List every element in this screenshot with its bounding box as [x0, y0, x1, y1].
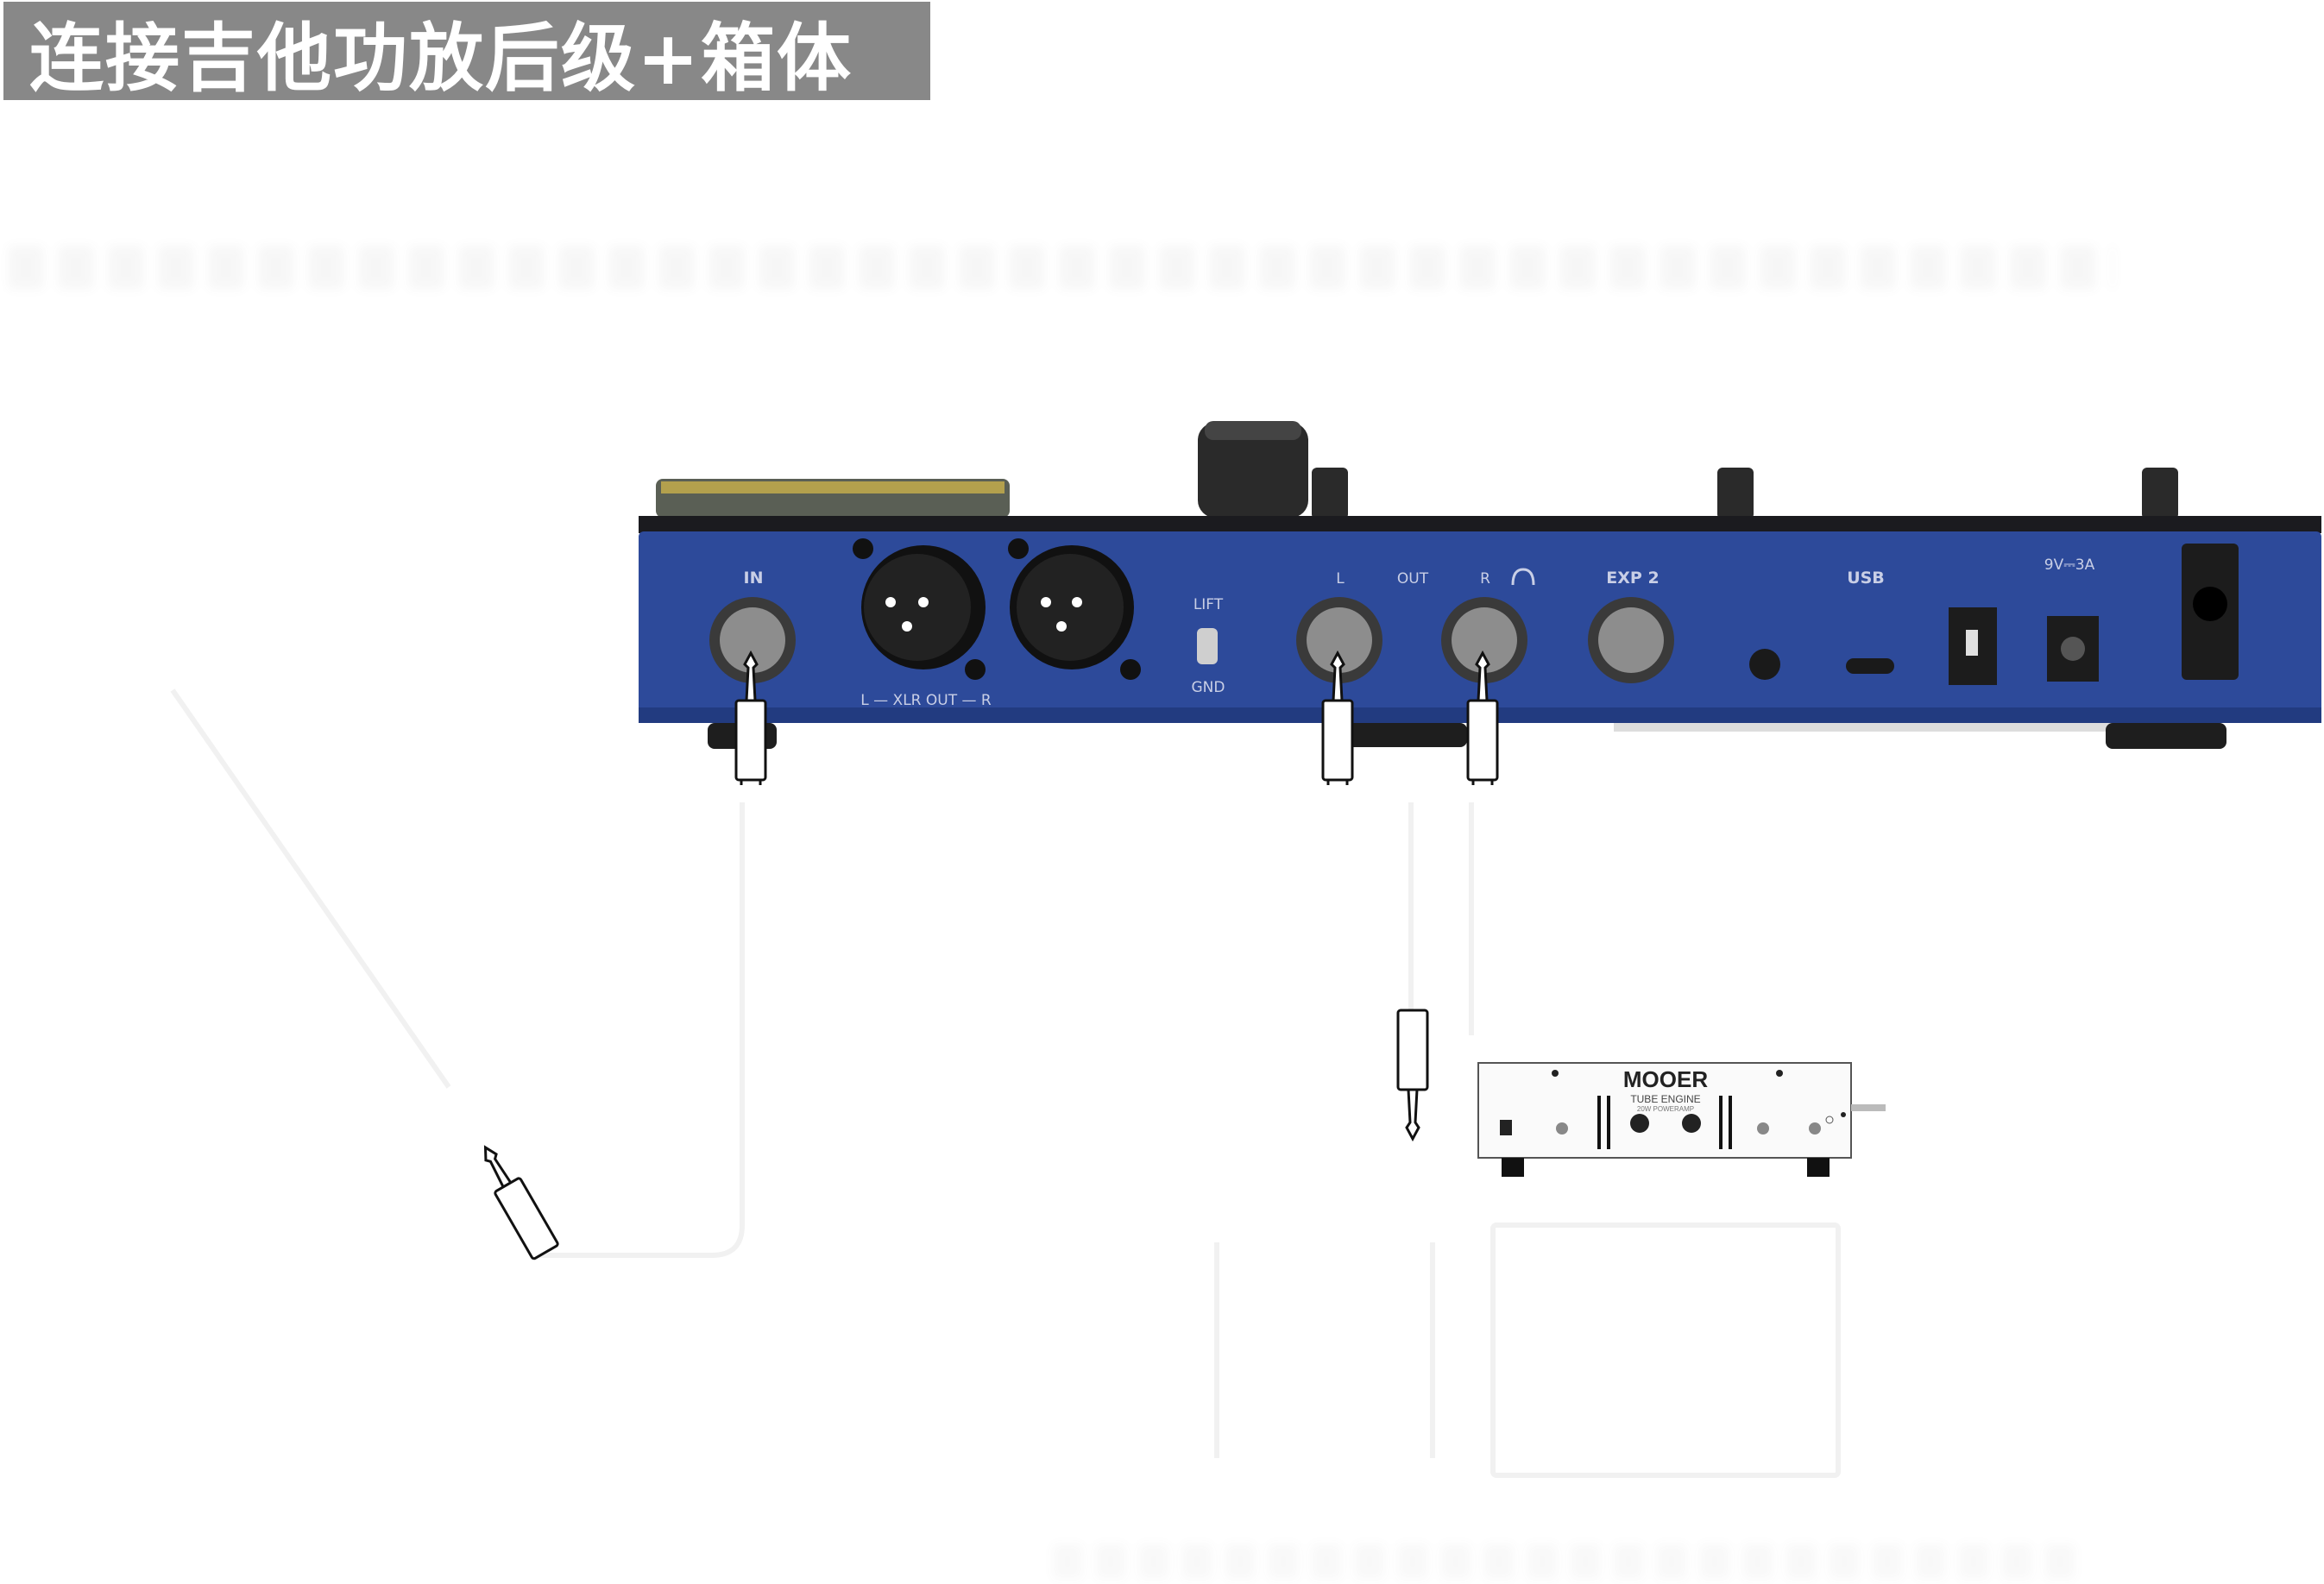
exp2-label: EXP 2	[1606, 569, 1659, 588]
headphone-jack	[1749, 649, 1780, 680]
effects-unit-back-panel: IN L — XLR OUT — R LIFT GND L OUT R EXP …	[639, 421, 2321, 749]
amp-foot-left	[1502, 1158, 1524, 1177]
title-banner: 连接吉他功放后级+箱体	[3, 2, 930, 102]
footswitch-1	[1312, 468, 1348, 519]
faded-caption-text	[9, 246, 2114, 289]
usb-label: USB	[1847, 569, 1885, 588]
amp-input-jack	[1500, 1120, 1512, 1135]
amp-knob-1	[1630, 1114, 1649, 1133]
faded-footer-text	[1053, 1544, 2088, 1579]
out-label: OUT	[1397, 570, 1429, 588]
gnd-label: GND	[1192, 679, 1225, 696]
amp-brand: MOOER	[1623, 1066, 1708, 1092]
amp-switch-2	[1757, 1122, 1769, 1135]
out-r-label: R	[1480, 570, 1490, 588]
cabinet-outline	[1490, 1223, 1841, 1478]
page-title: 连接吉他功放后级+箱体	[29, 15, 853, 102]
foot-3	[2106, 723, 2226, 749]
usb-port	[1846, 658, 1894, 674]
power-amp: MOOER TUBE ENGINE 20W POWERAMP	[1476, 1059, 1890, 1180]
amp-switch-3	[1809, 1122, 1821, 1135]
lift-label: LIFT	[1193, 596, 1224, 613]
top-plate	[639, 516, 2321, 533]
output-l-plug-icon	[1321, 650, 1354, 785]
effects-unit: IN L — XLR OUT — R LIFT GND L OUT R EXP …	[621, 414, 2321, 794]
output-r-plug-icon	[1466, 650, 1499, 785]
power-label: 9V⎓3A	[2044, 556, 2095, 574]
amp-model: TUBE ENGINE	[1630, 1093, 1700, 1105]
xlr-out-label: L — XLR OUT — R	[860, 692, 992, 709]
headphone-icon	[1511, 568, 1535, 586]
out-l-label: L	[1336, 570, 1345, 588]
foot-2	[1346, 723, 1467, 747]
input-label: IN	[744, 569, 764, 588]
amp-chassis	[1477, 1062, 1852, 1159]
guitar-plug-icon	[483, 1145, 559, 1260]
amp-switch-1	[1556, 1122, 1568, 1135]
footswitch-2	[1717, 468, 1754, 519]
main-knob	[1198, 423, 1308, 518]
amp-knob-2	[1682, 1114, 1701, 1133]
guitar-cable-guide	[170, 688, 451, 1089]
amp-input-plug-icon	[1396, 1009, 1429, 1142]
power-amp-front-panel: MOOER TUBE ENGINE 20W POWERAMP	[1477, 1062, 1886, 1177]
ground-lift-switch	[1197, 628, 1218, 664]
footswitch-3	[2142, 468, 2178, 519]
input-cable-guide	[535, 802, 745, 1258]
amp-subtitle: 20W POWERAMP	[1637, 1105, 1694, 1113]
input-cable-plug-icon	[734, 650, 767, 785]
amp-foot-right	[1807, 1158, 1830, 1177]
